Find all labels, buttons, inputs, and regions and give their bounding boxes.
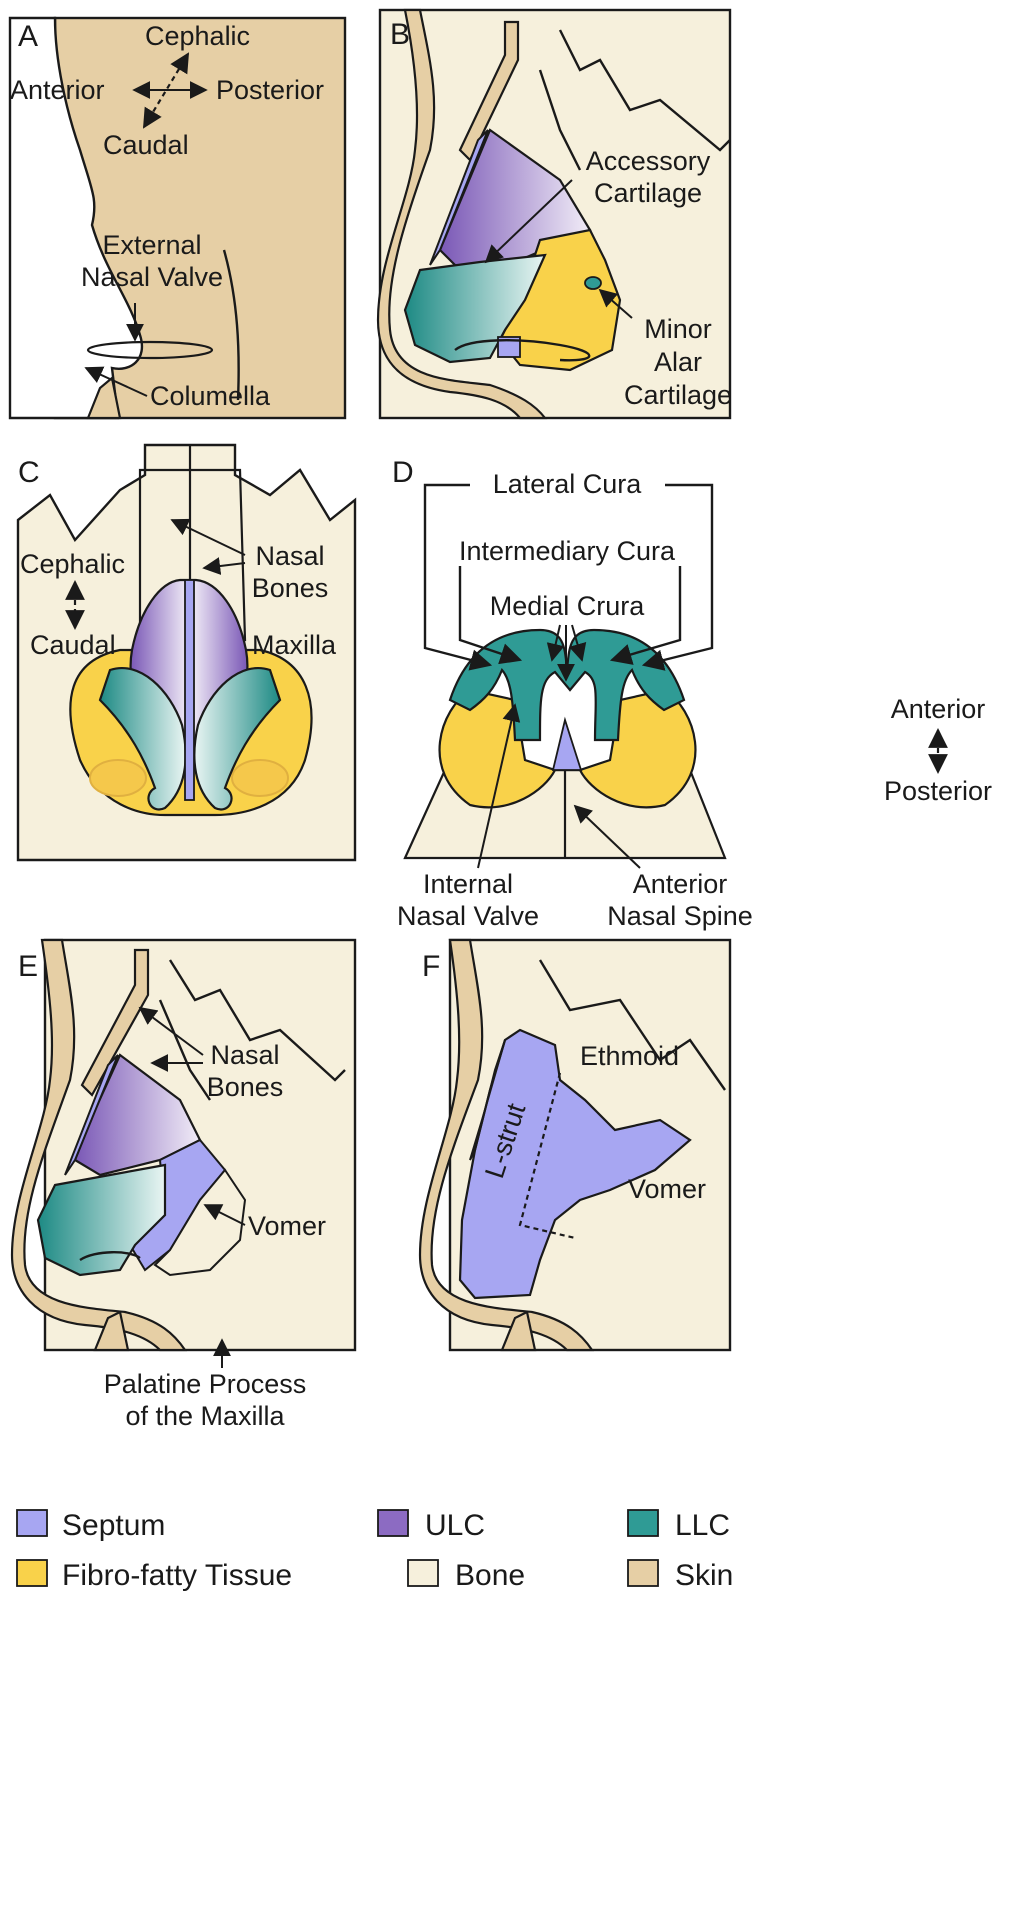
panel-d-internal-label-2: Nasal Valve xyxy=(397,901,539,931)
panel-b-minor-label-1: Minor xyxy=(644,314,712,344)
panel-f-ethmoid-label: Ethmoid xyxy=(580,1041,679,1071)
panel-b-minor-label-3: Cartilage xyxy=(624,380,732,410)
legend-item-septum: Septum xyxy=(17,1509,165,1542)
panel-d: D Lateral Cura Intermediary Cura Medial … xyxy=(392,456,992,931)
panel-e: E Nasal Bones Vomer Palatine Process of … xyxy=(12,940,355,1431)
panel-d-septum xyxy=(553,720,581,770)
panel-d-medial-label: Medial Crura xyxy=(490,591,646,621)
panel-a-external-valve-label-2: Nasal Valve xyxy=(81,262,223,292)
panel-d-internal-label-1: Internal xyxy=(423,869,513,899)
svg-text:Fibro-fatty Tissue: Fibro-fatty Tissue xyxy=(62,1559,292,1592)
panel-d-lateral-label: Lateral Cura xyxy=(493,469,643,499)
panel-a-columella-label: Columella xyxy=(150,381,271,411)
panel-c: C Nasal Bones Cephalic Caudal Maxilla xyxy=(18,445,355,860)
legend-item-skin: Skin xyxy=(628,1559,733,1592)
panel-b: B Accessory Cartilage Minor Alar Cartila… xyxy=(378,10,732,418)
panel-c-septum xyxy=(185,580,194,800)
panel-e-nasal-label-1: Nasal xyxy=(210,1040,279,1070)
panel-d-lateral-bracket-right xyxy=(644,485,712,665)
panel-f-letter: F xyxy=(422,950,440,983)
panel-f-vomer-label: Vomer xyxy=(628,1174,706,1204)
legend: Septum ULC LLC Fibro-fatty Tissue Bone S… xyxy=(17,1509,733,1592)
panel-d-anterior-label: Anterior xyxy=(891,694,986,724)
panel-b-minor-alar xyxy=(585,277,601,289)
panel-d-lateral-bracket xyxy=(425,485,490,665)
svg-text:ULC: ULC xyxy=(425,1509,485,1542)
panel-a-posterior-label: Posterior xyxy=(216,75,324,105)
panel-a-caudal-label: Caudal xyxy=(103,130,189,160)
legend-item-fibro: Fibro-fatty Tissue xyxy=(17,1559,292,1592)
panel-b-accessory-label-1: Accessory xyxy=(586,146,711,176)
panel-b-letter: B xyxy=(390,18,410,51)
panel-b-minor-label-2: Alar xyxy=(654,347,702,377)
svg-text:Septum: Septum xyxy=(62,1509,165,1542)
panel-d-intermediary-label: Intermediary Cura xyxy=(459,536,676,566)
panel-a-letter: A xyxy=(18,20,38,53)
panel-d-spine-label-1: Anterior xyxy=(633,869,728,899)
panel-d-letter: D xyxy=(392,456,414,489)
panel-c-fat-left xyxy=(90,760,146,796)
panel-c-maxilla-label: Maxilla xyxy=(252,630,337,660)
panel-d-posterior-label: Posterior xyxy=(884,776,992,806)
panel-b-accessory-label-2: Cartilage xyxy=(594,178,702,208)
panel-e-palatine-label-1: Palatine Process xyxy=(104,1369,307,1399)
panel-c-fat-right xyxy=(232,760,288,796)
svg-text:Bone: Bone xyxy=(455,1559,525,1592)
panel-a: A Cephalic Anterior Posterior Caudal Ext… xyxy=(10,18,345,418)
panel-c-cephalic-label: Cephalic xyxy=(20,549,125,579)
svg-text:Skin: Skin xyxy=(675,1559,733,1592)
panel-a-anterior-label: Anterior xyxy=(10,75,105,105)
panel-e-letter: E xyxy=(18,950,38,983)
panel-e-vomer-label: Vomer xyxy=(248,1211,326,1241)
legend-item-bone: Bone xyxy=(408,1559,525,1592)
panel-a-external-valve-label-1: External xyxy=(102,230,201,260)
legend-item-ulc: ULC xyxy=(378,1509,485,1542)
panel-c-caudal-label: Caudal xyxy=(30,630,116,660)
panel-c-letter: C xyxy=(18,456,40,489)
panel-e-nasal-label-2: Bones xyxy=(207,1072,284,1102)
panel-c-nasal-label-2: Bones xyxy=(252,573,329,603)
svg-text:LLC: LLC xyxy=(675,1509,730,1542)
panel-a-cephalic-label: Cephalic xyxy=(145,21,250,51)
legend-item-llc: LLC xyxy=(628,1509,730,1542)
panel-c-nasal-label-1: Nasal xyxy=(255,541,324,571)
panel-e-palatine-label-2: of the Maxilla xyxy=(125,1401,285,1431)
panel-f: F Ethmoid L-strut Vomer xyxy=(420,940,730,1350)
panel-d-spine-label-2: Nasal Spine xyxy=(607,901,753,931)
